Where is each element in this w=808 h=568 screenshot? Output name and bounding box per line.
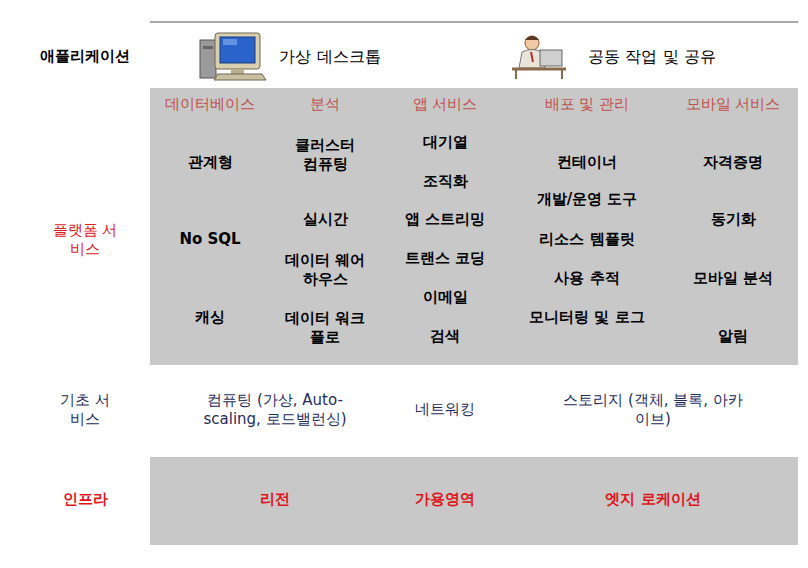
service-item: 앱 스트리밍 xyxy=(405,210,485,230)
service-item: 리소스 템플릿 xyxy=(539,230,634,250)
service-item: 사용 추적 xyxy=(554,269,619,289)
column-header: 앱 서비스 xyxy=(413,95,478,115)
row-label: 애플리케이션 xyxy=(40,47,130,67)
service-item: 데이터 워크플로 xyxy=(284,309,366,348)
service-item: No SQL xyxy=(179,230,240,250)
service-item: 가용영역 xyxy=(415,490,475,510)
service-label: 컴퓨팅 (가상, Auto-scaling, 로드밸런싱) xyxy=(188,391,363,430)
person-icon xyxy=(512,36,566,79)
service-label: 가상 데스크톱 xyxy=(279,47,380,68)
service-item: 실시간 xyxy=(303,210,348,230)
top-rule xyxy=(150,21,798,22)
service-item: 알림 xyxy=(718,327,748,347)
service-item: 동기화 xyxy=(711,210,756,230)
service-item: 캐싱 xyxy=(195,308,225,328)
service-item: 대기열 xyxy=(423,133,468,153)
column-header: 배포 및 관리 xyxy=(545,95,630,115)
service-item: 데이터 웨어하우스 xyxy=(279,251,371,290)
service-item: 검색 xyxy=(430,327,460,347)
platform-band: 플랫폼 서비스데이터베이스관계형No SQL캐싱분석클러스터 컴퓨팅실시간데이터… xyxy=(150,88,798,365)
service-item: 개발/운영 도구 xyxy=(537,190,638,210)
service-label: 네트워킹 xyxy=(415,400,475,420)
service-item: 자격증명 xyxy=(703,153,763,173)
service-item: 모니터링 및 로그 xyxy=(529,308,644,328)
service-item: 엣지 로케이션 xyxy=(605,490,700,510)
service-item: 이메일 xyxy=(423,288,468,308)
service-item: 클러스터 컴퓨팅 xyxy=(285,136,365,175)
service-item: 조직화 xyxy=(423,172,468,192)
service-item: 컨테이너 xyxy=(557,153,617,173)
service-item: 트랜스 코딩 xyxy=(405,249,485,269)
computer-icon xyxy=(200,33,266,80)
service-item: 리전 xyxy=(260,490,290,510)
column-header: 데이터베이스 xyxy=(165,95,255,115)
infrastructure-band: 인프라리전가용영역엣지 로케이션 xyxy=(150,457,798,545)
service-item: 관계형 xyxy=(188,153,233,173)
column-header: 모바일 서비스 xyxy=(686,95,781,115)
service-item: 모바일 분석 xyxy=(693,269,773,289)
row-label: 인프라 xyxy=(63,490,108,510)
row-label: 플랫폼 서비스 xyxy=(50,221,120,260)
service-label: 공동 작업 및 공유 xyxy=(588,47,715,68)
service-label: 스토리지 (객체, 블록, 아카이브) xyxy=(558,391,748,430)
row-label: 기초 서비스 xyxy=(55,391,115,430)
column-header: 분석 xyxy=(310,95,340,115)
